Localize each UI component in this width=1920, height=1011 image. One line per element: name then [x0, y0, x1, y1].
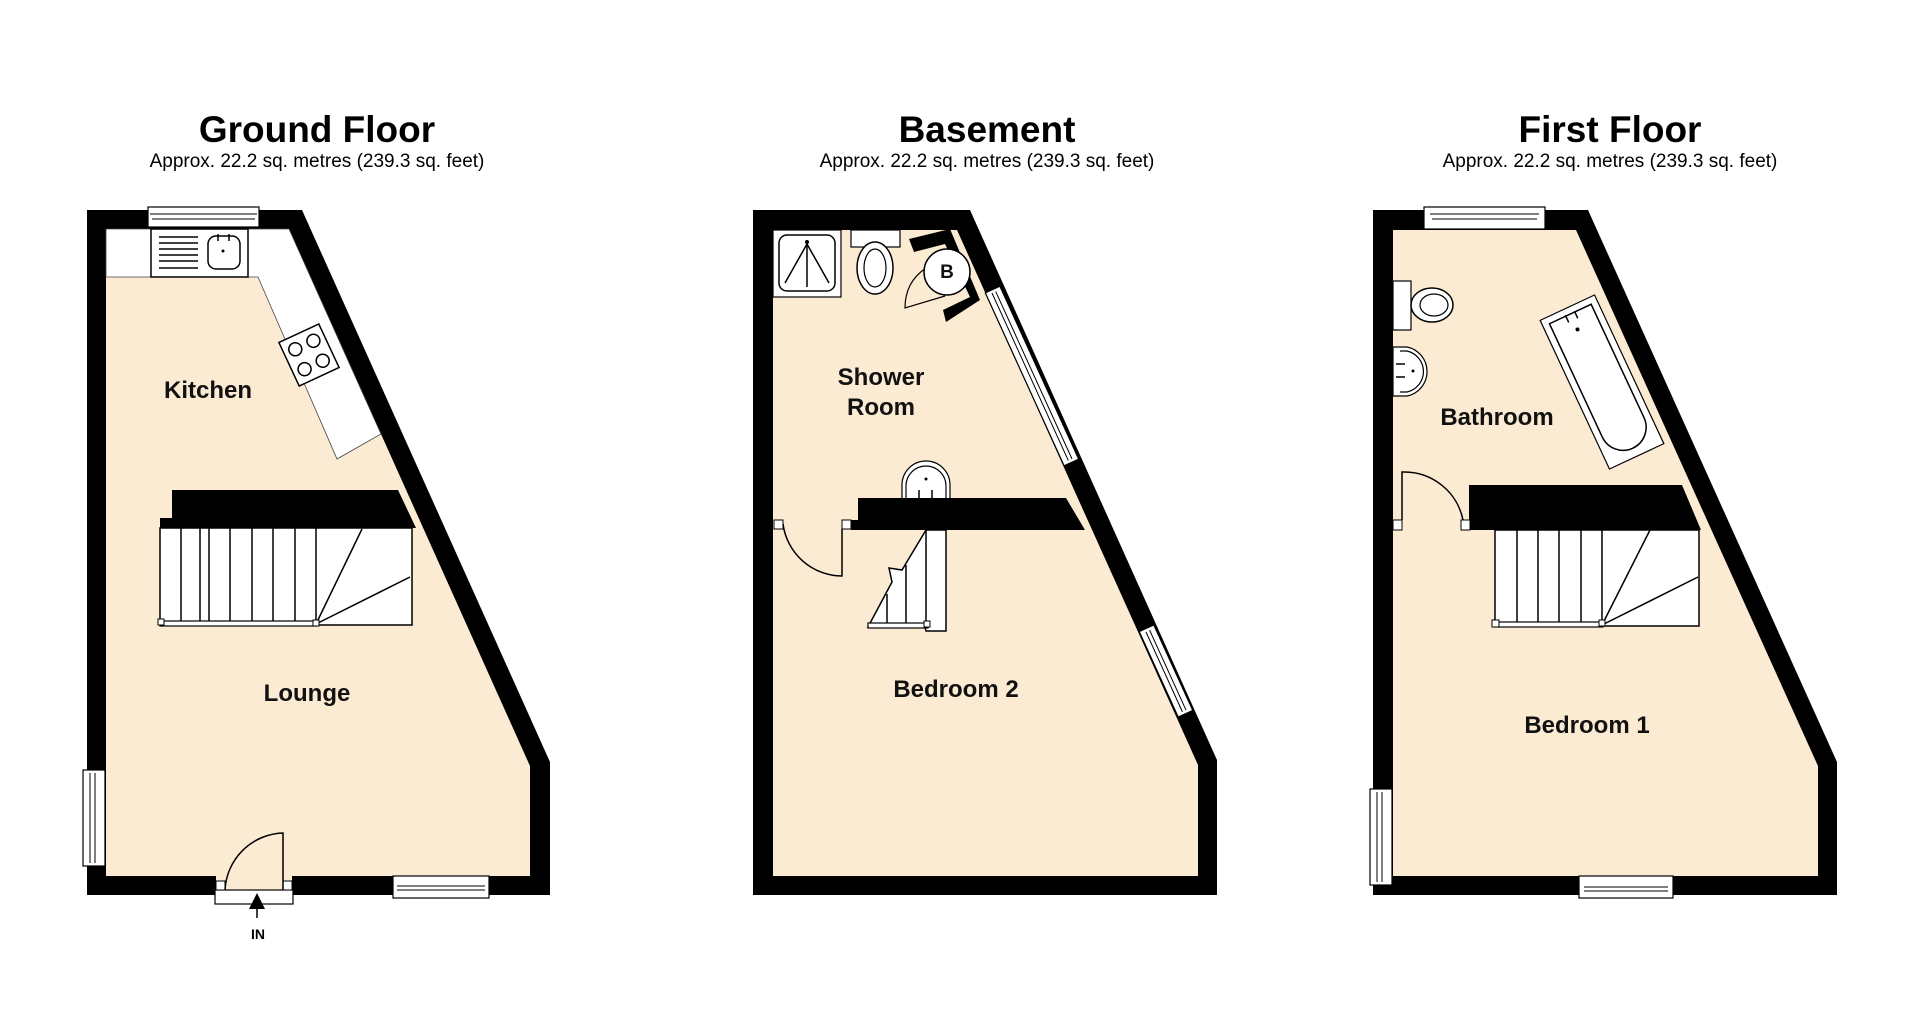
first-floor-title: First Floor — [1518, 109, 1702, 150]
basement-header: Basement Approx. 22.2 sq. metres (239.3 … — [727, 110, 1247, 174]
entrance-label: IN — [251, 926, 265, 942]
window-icon — [1369, 788, 1393, 886]
basement-title: Basement — [898, 109, 1076, 150]
first-floor-plan — [1369, 206, 1837, 899]
window-icon — [1578, 875, 1674, 899]
window-icon — [392, 875, 490, 899]
window-icon — [984, 285, 1080, 467]
basement-area: Approx. 22.2 sq. metres (239.3 sq. feet) — [819, 151, 1155, 172]
boiler-cupboard — [904, 229, 980, 322]
boiler-label: B — [940, 262, 954, 283]
room-label-bathroom: Bathroom — [1440, 404, 1554, 431]
first-interior-wall — [1469, 485, 1701, 530]
door-icon — [773, 519, 852, 577]
staircase-icon — [157, 527, 413, 627]
room-label-kitchen: Kitchen — [163, 377, 253, 404]
room-label-shower-room: Shower Room — [837, 364, 925, 421]
basement-floor — [773, 230, 1198, 876]
window-icon — [147, 206, 260, 228]
room-label-bedroom-1: Bedroom 1 — [1524, 712, 1650, 739]
room-label-bedroom-2: Bedroom 2 — [893, 676, 1019, 703]
ground-floor-plan — [82, 206, 550, 918]
entrance-arrow-icon — [249, 893, 265, 909]
ground-interior-wall — [160, 490, 416, 528]
staircase-icon — [1491, 529, 1700, 628]
toilet-icon — [850, 229, 901, 295]
staircase-icon — [866, 529, 947, 632]
ground-floor-header: Ground Floor Approx. 22.2 sq. metres (23… — [57, 110, 577, 174]
bath-icon — [1539, 294, 1665, 470]
shower-tray-icon — [772, 229, 842, 298]
first-floor-header: First Floor Approx. 22.2 sq. metres (239… — [1350, 110, 1870, 174]
ground-floor-area: Approx. 22.2 sq. metres (239.3 sq. feet) — [149, 151, 485, 172]
hob-icon — [277, 322, 341, 388]
toilet-icon — [1392, 280, 1454, 331]
ground-floor-title: Ground Floor — [198, 109, 436, 150]
kitchen-worktop — [105, 228, 382, 460]
entrance-door-icon — [214, 832, 294, 918]
window-icon — [1423, 206, 1546, 230]
sink-unit-icon — [150, 228, 249, 278]
basement-plan — [753, 210, 1217, 895]
first-floor-area: Approx. 22.2 sq. metres (239.3 sq. feet) — [1442, 151, 1778, 172]
window-icon — [1138, 624, 1194, 718]
door-icon — [1392, 471, 1471, 531]
basement-interior-wall — [851, 498, 1085, 530]
room-label-lounge: Lounge — [263, 680, 351, 707]
wash-basin-icon — [901, 460, 951, 501]
boiler-icon — [923, 248, 971, 296]
window-icon — [82, 769, 106, 867]
wash-basin-icon — [1392, 346, 1428, 397]
